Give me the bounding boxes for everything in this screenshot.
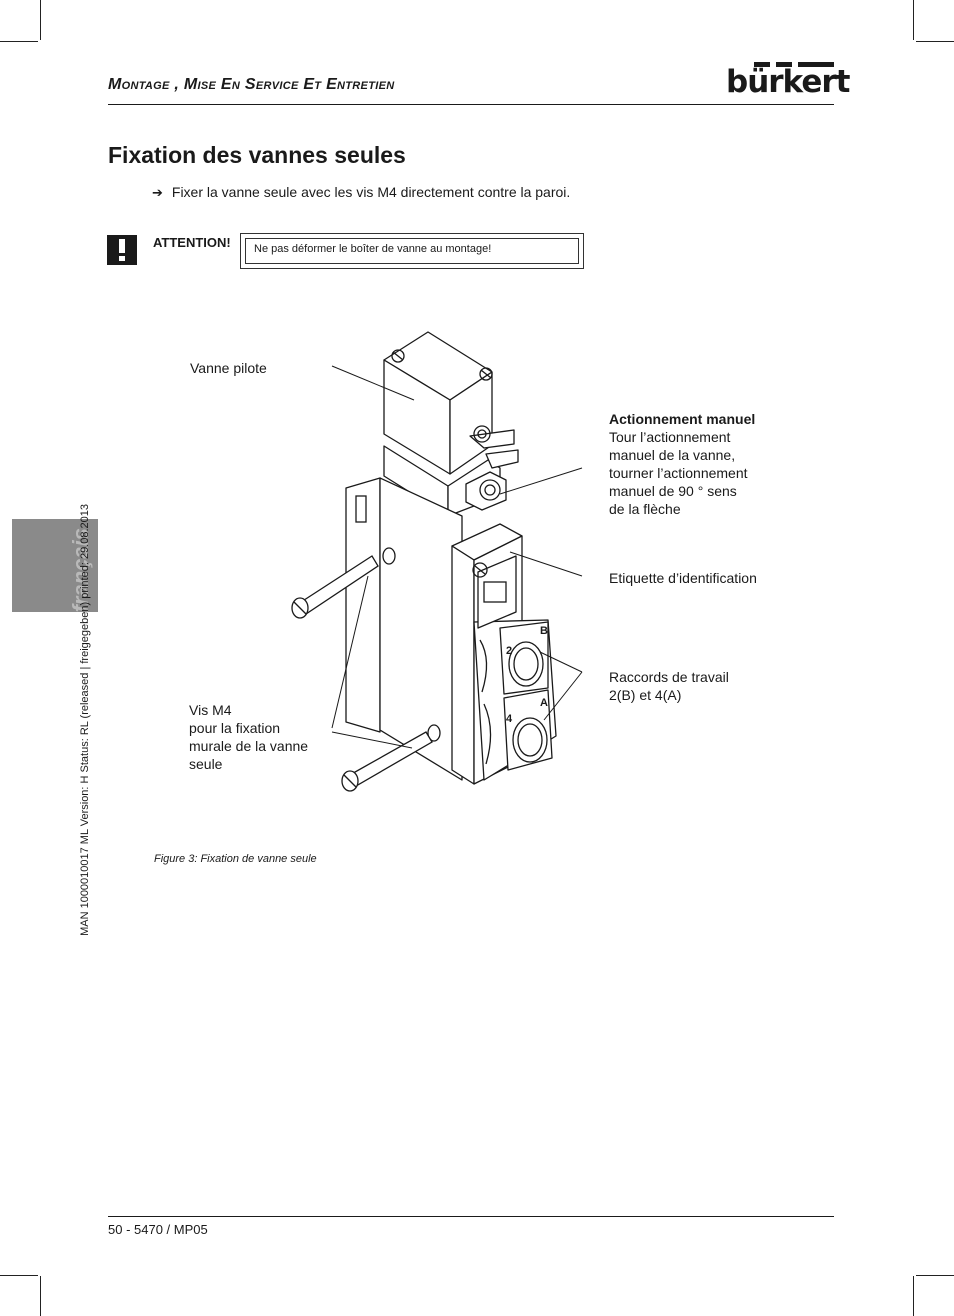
label-manual-actuation: Actionnement manuel Tour l’actionnement … xyxy=(609,410,755,518)
header-divider xyxy=(108,104,834,105)
svg-text:A: A xyxy=(540,697,548,709)
label-pilot-valve: Vanne pilote xyxy=(190,360,267,376)
label-screws: Vis M4 pour la fixation murale de la van… xyxy=(189,701,308,773)
manual-line: manuel de 90 ° sens xyxy=(609,483,737,499)
warning-text: Ne pas déformer le boîter de vanne au mo… xyxy=(245,238,579,264)
burkert-logo: bürkert xyxy=(726,62,850,100)
figure-caption: Figure 3: Fixation de vanne seule xyxy=(154,853,317,865)
arrow-icon: ➔ xyxy=(152,185,163,200)
screw-line: murale de la vanne xyxy=(189,738,309,754)
manual-line: tourner l’actionnement xyxy=(609,465,748,481)
logo-text: bürkert xyxy=(726,64,850,100)
crop-mark xyxy=(0,1275,38,1276)
attention-label: ATTENTION! xyxy=(153,235,231,250)
screw-line: pour la fixation xyxy=(189,720,281,736)
instruction-text: Fixer la vanne seule avec les vis M4 dir… xyxy=(171,184,571,200)
crop-mark xyxy=(916,1275,954,1276)
manual-title: Actionnement manuel xyxy=(609,411,756,427)
main-body-back xyxy=(345,477,381,733)
ports-line: Raccords de travail xyxy=(609,669,729,685)
label-identification: Etiquette d’identification xyxy=(609,570,757,586)
svg-text:4: 4 xyxy=(506,713,513,725)
svg-text:B: B xyxy=(540,625,548,637)
footer-divider xyxy=(108,1216,834,1217)
crop-mark xyxy=(40,1276,41,1316)
manual-line: Tour l’actionnement xyxy=(609,429,731,445)
svg-text:2: 2 xyxy=(506,645,512,657)
crop-mark xyxy=(0,41,38,42)
crop-mark xyxy=(913,1276,914,1316)
manual-line: de la flèche xyxy=(609,501,681,517)
warning-icon xyxy=(107,235,137,265)
ports-line: 2(B) et 4(A) xyxy=(609,687,682,703)
chapter-title: Montage , Mise En Service Et Entretien xyxy=(108,76,395,93)
crop-mark xyxy=(40,0,41,40)
identification-plate xyxy=(477,555,517,629)
crop-mark xyxy=(916,41,954,42)
instruction-step: ➔ Fixer la vanne seule avec les vis M4 d… xyxy=(152,184,570,201)
language-tab xyxy=(12,519,98,612)
label-ports: Raccords de travail 2(B) et 4(A) xyxy=(609,668,729,704)
warning-box xyxy=(240,233,584,269)
document-meta: MAN 1000010017 ML Version: H Status: RL … xyxy=(79,504,91,936)
page-number: 50 - 5470 / MP05 xyxy=(108,1222,208,1237)
page-title: Fixation des vannes seules xyxy=(108,142,406,168)
crop-mark xyxy=(913,0,914,40)
screw-line: Vis M4 xyxy=(189,702,232,718)
manual-line: manuel de la vanne, xyxy=(609,447,736,463)
main-body-front xyxy=(379,477,463,781)
screw-line: seule xyxy=(189,756,223,772)
